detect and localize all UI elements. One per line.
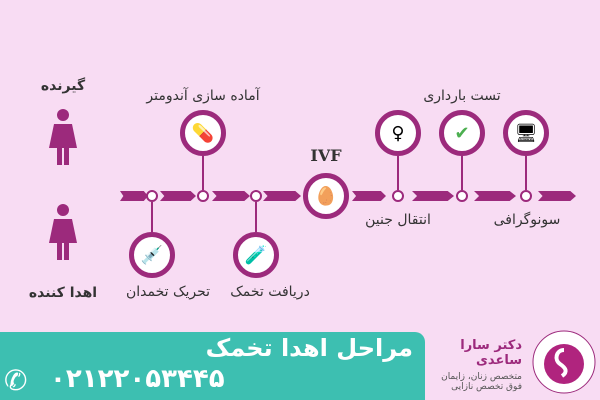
syringe-hand-icon: 💉	[129, 232, 175, 278]
brand-line1: متخصص زنان، زایمان	[441, 372, 522, 382]
step-sono-label: سونوگرافی	[493, 212, 561, 228]
footer-title: مراحل اهدا تخمک	[205, 334, 413, 362]
connector-line	[397, 156, 399, 190]
recipient-label: گیرنده	[40, 78, 86, 94]
step-endometrium-label: آماده سازی آندومتر	[146, 88, 260, 104]
test-tubes-icon: 🧪	[233, 232, 279, 278]
timeline-node	[197, 190, 209, 202]
arrow-chevron	[474, 191, 516, 201]
arrow-chevron	[352, 191, 386, 201]
connector-line	[202, 156, 204, 190]
woman-donor-icon	[49, 204, 77, 260]
ultrasound-icon: 🖥	[503, 110, 549, 156]
connector-line	[255, 202, 257, 232]
connector-line	[525, 156, 527, 190]
timeline-node	[146, 190, 158, 202]
ivf-needle-icon: 🥚	[303, 173, 349, 219]
step-test-label: تست بارداری	[423, 88, 501, 104]
pill-pack-icon: 💊	[180, 110, 226, 156]
timeline-node	[456, 190, 468, 202]
brand-line2: فوق تخصص نازایی	[451, 382, 522, 392]
arrow-chevron	[412, 191, 454, 201]
connector-line	[461, 156, 463, 190]
arrow-chevron	[120, 191, 148, 201]
timeline-node	[250, 190, 262, 202]
arrow-chevron	[538, 191, 576, 201]
footer-bar: مراحل اهدا تخمک ۰۲۱۲۲۰۵۳۴۴۵ ✆	[0, 332, 425, 400]
arrow-chevron	[263, 191, 301, 201]
step-ovary-label: تحریک تخمدان	[125, 284, 211, 300]
step-retrieval-label: دریافت تخمک	[230, 284, 310, 300]
timeline-node	[520, 190, 532, 202]
donor-label: اهدا کننده	[28, 285, 98, 301]
woman-recipient-icon	[49, 109, 77, 165]
phone-chat-icon[interactable]: ✆	[4, 364, 28, 397]
uterus-icon: ♀	[375, 110, 421, 156]
brand-block: دکتر سارا ساعدی متخصص زنان، زایمان فوق ت…	[430, 338, 522, 392]
brand-name: دکتر سارا ساعدی	[460, 338, 522, 368]
connector-line	[151, 202, 153, 232]
step-transfer-label: انتقال جنین	[365, 212, 431, 228]
arrow-chevron	[160, 191, 196, 201]
phone-number[interactable]: ۰۲۱۲۲۰۵۳۴۴۵	[50, 364, 225, 394]
clinic-logo	[532, 330, 596, 394]
step-ivf-label: IVF	[310, 146, 342, 165]
check-icon: ✔	[439, 110, 485, 156]
timeline-node	[392, 190, 404, 202]
arrow-chevron	[212, 191, 250, 201]
